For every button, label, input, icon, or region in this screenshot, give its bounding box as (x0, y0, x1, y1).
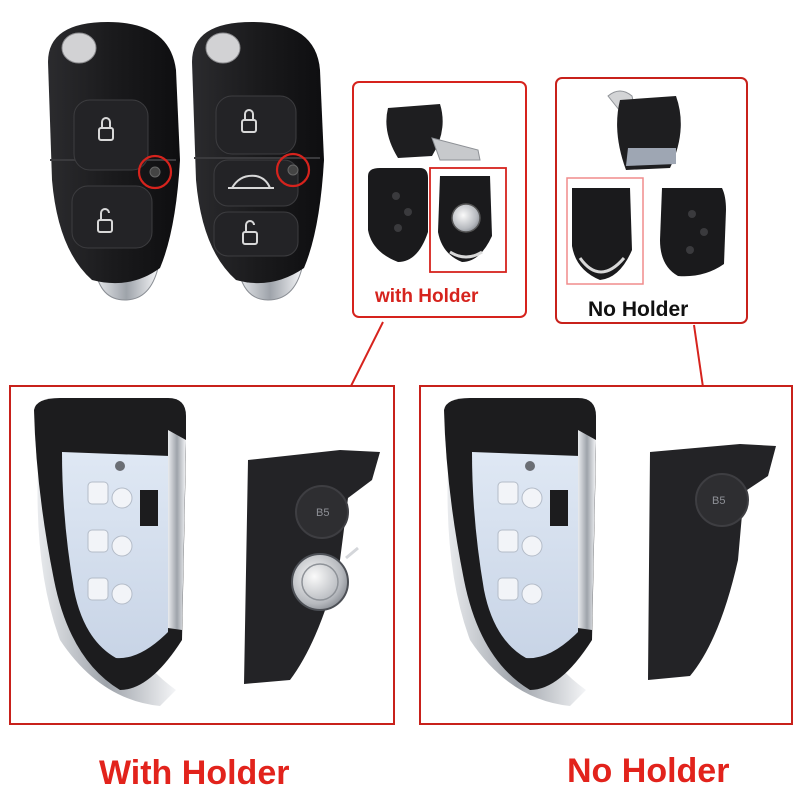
no-holder-caption: No Holder (567, 752, 730, 790)
smart-key-shell-with-holder (34, 398, 186, 706)
flip-key-3-button (192, 22, 324, 301)
led-highlight-circle-right (275, 152, 311, 188)
holder-highlight-box (429, 167, 507, 273)
unlock-icon (242, 220, 258, 245)
unlock-icon (97, 208, 113, 233)
no-holder-callout-label: No Holder (588, 298, 689, 321)
flip-key-2-button (48, 22, 180, 301)
battery-marking-label: B5 (712, 495, 725, 507)
smart-key-shell-no-holder (444, 398, 596, 706)
trunk-icon (228, 174, 274, 189)
with-holder-caption: With Holder (99, 754, 290, 792)
key-shell-top-no-holder (572, 90, 726, 280)
with-holder-callout-label: with Holder (375, 286, 479, 307)
lock-icon (241, 109, 257, 133)
lock-icon (98, 117, 114, 141)
no-holder-highlight-box (566, 177, 644, 285)
back-cover-no-holder (648, 444, 776, 680)
key-shell-top-with-holder (368, 104, 492, 262)
led-highlight-circle-left (137, 154, 173, 190)
back-cover-with-holder (244, 450, 380, 684)
battery-marking-label: B5 (316, 507, 329, 519)
